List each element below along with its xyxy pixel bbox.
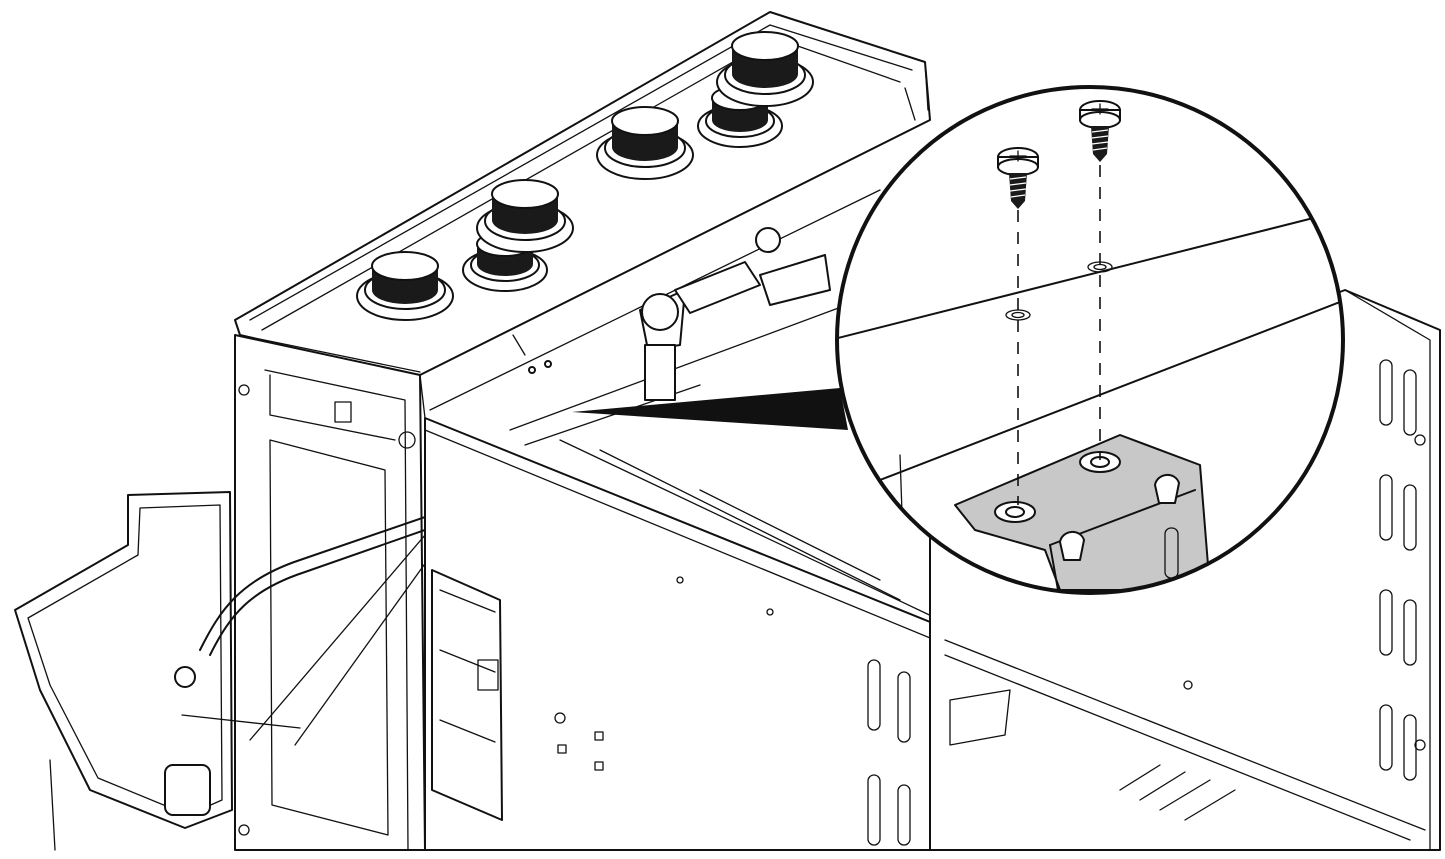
- mounting-screw: [997, 147, 1039, 209]
- side-panel-left: [234, 334, 426, 851]
- control-knob: [596, 106, 694, 180]
- front-panel: [424, 417, 946, 851]
- valve-manifold: [431, 569, 503, 821]
- control-knob: [697, 85, 783, 148]
- detail-callout-border: [835, 85, 1345, 595]
- control-knob: [462, 231, 548, 292]
- side-shield: [14, 491, 233, 851]
- install-axis: [1017, 165, 1101, 505]
- callout-leader: [572, 388, 848, 430]
- mounting-screw: [1079, 100, 1121, 162]
- detail-callout: [835, 85, 1345, 595]
- control-knob: [476, 179, 574, 253]
- control-knob: [716, 31, 814, 107]
- interior-rails: [429, 189, 941, 621]
- control-knobs: [356, 31, 814, 321]
- mounting-bracket: [954, 434, 1211, 591]
- control-knob: [356, 251, 454, 321]
